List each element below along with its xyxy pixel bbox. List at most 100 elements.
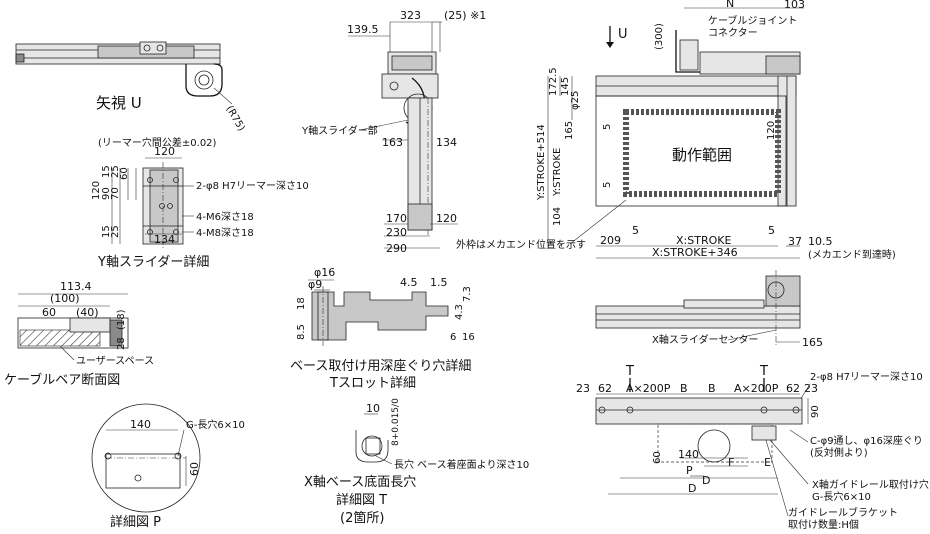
dim-139-5: 139.5 xyxy=(347,23,379,36)
mech-end-label: (メカエンド到達時) xyxy=(808,249,896,261)
p-marker-label: P xyxy=(686,464,693,477)
dim-5-c: 5 xyxy=(632,224,639,237)
dim-a200-right: A×200P xyxy=(734,382,779,395)
dim-25-bottom: 25 xyxy=(110,225,121,238)
dim-62-right: 62 xyxy=(786,382,800,395)
cable-bear-section-figure: 113.4 (100) 60 (40) (18) 28 ユーザースペース ケーブ… xyxy=(4,280,154,388)
y-axis-side-view: 139.5 323 (25) ※1 163 134 Y軸スライダー部 170 1… xyxy=(301,9,486,255)
dim-145: 145 xyxy=(560,77,571,96)
dim-d-2: D xyxy=(688,482,696,495)
dim-140-p: 140 xyxy=(130,418,151,431)
r75-label: (R75) xyxy=(223,104,246,133)
dim-phi25: φ25 xyxy=(570,91,581,110)
dim-10-slot: 10 xyxy=(366,402,380,415)
m6-label: 4-M6深さ18 xyxy=(196,211,254,223)
x-base-slot-title-3: (2箇所) xyxy=(340,510,384,526)
dim-5-b: 5 xyxy=(602,182,613,188)
dim-n: N xyxy=(726,0,734,10)
base-plan-view: T T 23 62 A×200P B B A×200P 62 23 2-φ8 H… xyxy=(576,364,929,531)
dim-163: 163 xyxy=(382,136,403,149)
operating-range-label: 動作範囲 xyxy=(672,146,732,164)
dim-40-cable: (40) xyxy=(76,306,99,319)
dim-120-top: 120 xyxy=(154,145,175,158)
plan-view-figure: U N 103 (300) ケーブルジョイント コネクター 動作範囲 Y:STR… xyxy=(456,0,896,261)
dim-140-base: 140 xyxy=(678,448,699,461)
dim-134-side: 134 xyxy=(436,136,457,149)
dim-18-tslot: 18 xyxy=(296,297,307,310)
tslot-title: Tスロット詳細 xyxy=(329,375,416,391)
user-space-label: ユーザースペース xyxy=(76,355,154,367)
x-base-slot-title-1: X軸ベース底面長穴 xyxy=(304,474,416,490)
dim-120-side: 120 xyxy=(436,212,457,225)
dim-5-d: 5 xyxy=(768,224,775,237)
g-slot-label: G-長穴6×10 xyxy=(186,418,245,431)
dim-4-5: 4.5 xyxy=(400,276,418,289)
dim-104: 104 xyxy=(552,207,563,226)
dim-8-tol: 8+0.015/0 xyxy=(391,398,401,446)
bracket-label-2: 取付け数量:H個 xyxy=(788,518,859,531)
dim-15-top: 15 xyxy=(101,165,112,178)
bracket-label-1: ガイドレールブラケット xyxy=(788,506,898,519)
dim-60-left: 60 xyxy=(119,167,130,180)
dim-16-tslot: 16 xyxy=(462,332,475,343)
dim-d-1: D xyxy=(702,474,710,487)
x-stroke-346-label: X:STROKE+346 xyxy=(652,246,738,259)
dim-6: 6 xyxy=(450,332,456,343)
reamer-tolerance-note: (リーマー穴間公差±0.02) xyxy=(98,136,217,149)
dim-1-5: 1.5 xyxy=(430,276,448,289)
y-slider-detail-figure: (リーマー穴間公差±0.02) 120 120 90 70 15 25 60 1… xyxy=(91,136,309,270)
dim-b-2: B xyxy=(708,382,716,395)
dim-90-base: 90 xyxy=(810,405,821,418)
view-u-figure: (R75) 矢視 U xyxy=(15,41,247,133)
counterbore-tslot-figure: φ16 φ9 4.5 1.5 18 8.5 4.3 7.3 6 16 ベース取付… xyxy=(290,266,475,391)
reamer-2-label: 2-φ8 H7リーマー深さ10 xyxy=(196,180,309,192)
dim-230: 230 xyxy=(386,226,407,239)
dim-phi16: φ16 xyxy=(314,266,335,279)
dim-290: 290 xyxy=(386,242,407,255)
dim-100: (100) xyxy=(50,292,80,305)
view-u-title: 矢視 U xyxy=(96,94,142,112)
cable-joint-label-2: コネクター xyxy=(708,27,758,39)
dim-60-p: 60 xyxy=(188,462,201,476)
note-mark: (25) ※1 xyxy=(444,9,486,22)
c-hole-label-2: (反対側より) xyxy=(810,446,868,459)
x-slider-center-label: X軸スライダーセンター xyxy=(652,333,758,346)
dim-f: F xyxy=(728,456,734,469)
y-slider-part-label: Y軸スライダー部 xyxy=(301,124,378,137)
dim-165-bottom: 165 xyxy=(802,336,823,349)
guide-rail-label-1: X軸ガイドレール取付け穴 xyxy=(812,478,929,491)
dim-120-left: 120 xyxy=(91,181,102,200)
dim-15-bottom: 15 xyxy=(101,225,112,238)
dim-25-top: 25 xyxy=(110,165,121,178)
reamer-2b-label: 2-φ8 H7リーマー深さ10 xyxy=(810,371,923,383)
m8-label: 4-M8深さ18 xyxy=(196,227,254,239)
dim-phi9: φ9 xyxy=(308,278,322,291)
x-base-slot-figure: 10 8+0.015/0 長穴 ベース着座面より深さ10 X軸ベース底面長穴 詳… xyxy=(304,398,529,526)
dim-8-5: 8.5 xyxy=(296,324,307,340)
dim-7-3: 7.3 xyxy=(462,286,473,302)
t-marker-right: T xyxy=(759,364,768,379)
dim-a200-left: A×200P xyxy=(626,382,671,395)
u-arrow-label: U xyxy=(618,27,628,42)
dim-37: 37 xyxy=(788,235,802,248)
dim-209: 209 xyxy=(600,234,621,247)
dim-4-3: 4.3 xyxy=(454,304,465,320)
outer-frame-label: 外枠はメカエンド位置を示す xyxy=(456,238,586,251)
dim-e: E xyxy=(764,456,771,469)
dim-b-1: B xyxy=(680,382,688,395)
dim-23-left: 23 xyxy=(576,382,590,395)
c-hole-label-1: C-φ9通し、φ16深座ぐり xyxy=(810,434,923,447)
dim-103: 103 xyxy=(784,0,805,11)
y-stroke-label: Y:STROKE xyxy=(552,148,563,197)
dim-165-left: 165 xyxy=(564,121,575,140)
dim-18-cable: (18) xyxy=(116,309,127,330)
dim-90-left: 90 xyxy=(101,187,112,200)
counterbore-title: ベース取付け用深座ぐり穴詳細 xyxy=(290,358,471,374)
detail-p-title: 詳細図 P xyxy=(110,514,161,530)
x-stroke-label: X:STROKE xyxy=(676,234,731,247)
dim-323: 323 xyxy=(400,9,421,22)
dim-23-right: 23 xyxy=(804,382,818,395)
dim-120-right: 120 xyxy=(766,121,777,140)
dim-172-5: 172.5 xyxy=(548,67,559,96)
